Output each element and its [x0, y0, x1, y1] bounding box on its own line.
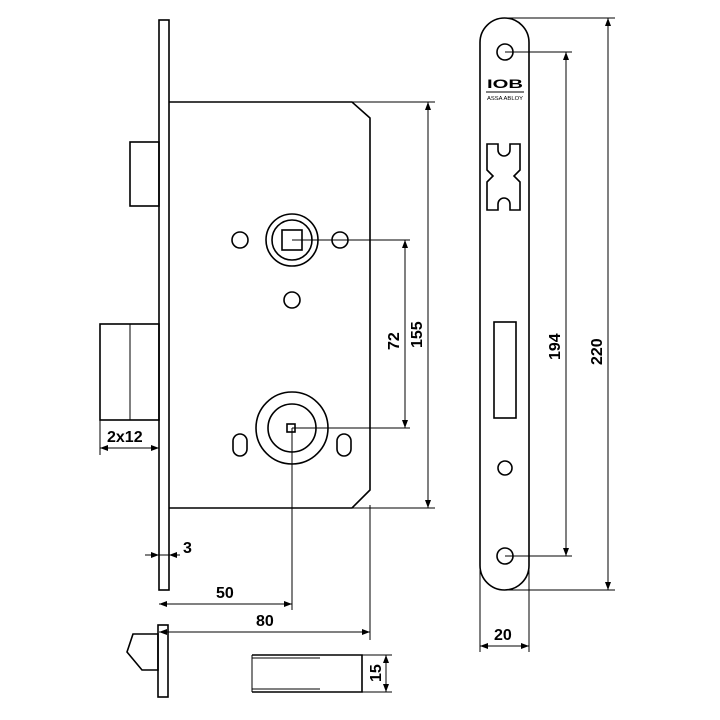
case-hole-upper-left [231, 231, 249, 249]
dim-screw-spacing: 194 [547, 333, 564, 360]
dim-latch-thickness: 15 [368, 664, 385, 682]
dim-backset: 50 [216, 585, 234, 602]
bottom-view: 15 [126, 624, 392, 698]
dim-case-height: 155 [409, 321, 426, 348]
case-slot-right [336, 433, 352, 457]
brand-logo: IOB ASSA ABLOY [486, 77, 524, 102]
faceplate [479, 17, 530, 591]
bottom-case [252, 654, 363, 693]
dim-faceplate-thickness: 3 [183, 540, 192, 557]
screw-hole-lower [497, 460, 513, 476]
dim-case-depth: 80 [256, 613, 274, 630]
latch-slot [493, 321, 517, 419]
faceplate-front-view: IOB ASSA ABLOY [479, 17, 530, 591]
logo-brand: IOB [487, 77, 524, 91]
side-faceplate [158, 19, 170, 591]
lock-side-view [99, 19, 371, 591]
upper-bolt [129, 141, 160, 207]
latch-wedge [126, 633, 159, 671]
case-hole-middle [283, 291, 301, 309]
lock-case [169, 101, 371, 509]
logo-subline: ASSA ABLOY [487, 96, 523, 102]
dim-faceplate-width: 20 [494, 627, 512, 644]
dim-bolt-size: 2x12 [107, 429, 143, 446]
dim-center-distance: 72 [386, 332, 403, 350]
side-view-dimensions: 2x12 3 50 80 72 155 [99, 101, 435, 640]
case-slot-left [232, 433, 248, 457]
front-view-dimensions: 194 220 20 [479, 17, 615, 652]
bottom-faceplate [157, 624, 169, 698]
dim-faceplate-height: 220 [589, 338, 606, 365]
bolt-opening [486, 143, 521, 211]
